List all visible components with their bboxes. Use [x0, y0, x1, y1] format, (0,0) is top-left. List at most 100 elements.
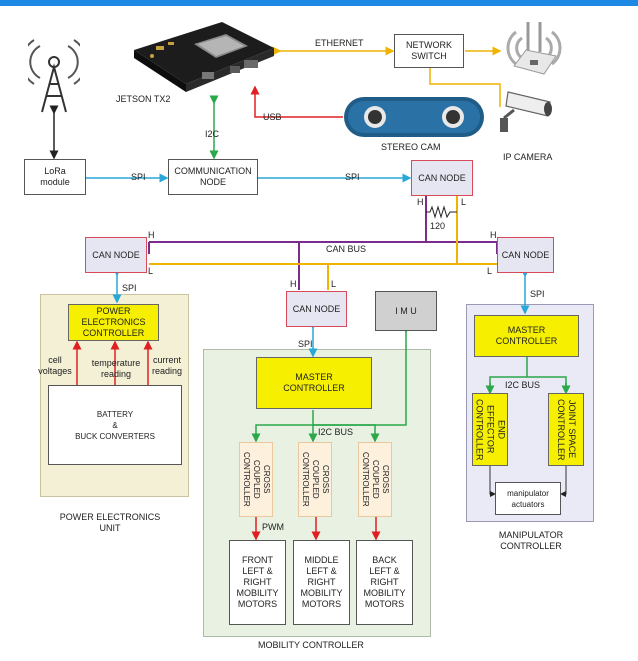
can-h-middle: H [290, 279, 297, 289]
cross-coupled-controller-front: CROSS COUPLED CONTROLLER [239, 442, 273, 517]
network-switch: NETWORK SWITCH [394, 34, 464, 68]
usb-label: USB [263, 112, 282, 122]
cross-middle-line2: COUPLED [311, 460, 320, 499]
manip-act-line2: actuators [511, 499, 545, 509]
current-line1: current [152, 355, 181, 365]
can-node-left-label: CAN NODE [92, 249, 140, 260]
manip-ctrl-line2: CONTROLLER [500, 541, 562, 551]
temperature-line1: temperature [91, 358, 141, 368]
front-motors-box: FRONT LEFT & RIGHT MOBILITY MOTORS [229, 540, 286, 625]
temperature-line2: reading [100, 369, 132, 379]
cross-front-line3: CONTROLLER [242, 452, 251, 507]
can-node-left: CAN NODE [85, 237, 147, 273]
back-motors-box: BACK LEFT & RIGHT MOBILITY MOTORS [356, 540, 413, 625]
cross-back-line2: COUPLED [371, 460, 380, 499]
can-bus-label: CAN BUS [326, 244, 367, 254]
manipulator-master-controller: MASTER CONTROLLER [474, 315, 579, 357]
back-line1: BACK [372, 555, 397, 565]
network-switch-line1: NETWORK [406, 40, 452, 50]
can-l-top: L [461, 197, 467, 207]
wifi-router-icon [506, 22, 562, 75]
end-effector-text: END EFFECTOR CONTROLLER [474, 399, 507, 461]
can-node-middle-label: CAN NODE [292, 303, 341, 314]
can-h-right: H [490, 230, 497, 240]
manipulator-i2c-bus-label: I2C BUS [505, 380, 541, 390]
spi-middle-label: SPI [298, 339, 313, 349]
temperature-reading-label: temperature reading [83, 358, 149, 380]
battery-buck-converters: BATTERY & BUCK CONVERTERS [48, 385, 182, 465]
comm-node-line1: COMMUNICATION [174, 166, 252, 176]
lora-module: LoRa module [24, 159, 86, 195]
power-electronics-controller: POWER ELECTRONICS CONTROLLER [68, 304, 159, 341]
can-h-top: H [417, 197, 424, 207]
back-line3: RIGHT [370, 577, 399, 587]
cross-middle-line1: CROSS [321, 465, 330, 494]
end-effector-line1: END [496, 419, 507, 439]
power-unit-line2: UNIT [99, 523, 121, 533]
power-ctrl-line3: CONTROLLER [82, 328, 145, 338]
front-line4: MOBILITY [236, 588, 279, 598]
pwm-label: PWM [262, 522, 284, 532]
middle-line4: MOBILITY [300, 588, 343, 598]
front-line2: LEFT & [242, 566, 273, 576]
joint-space-line2: CONTROLLER [556, 398, 566, 461]
back-line4: MOBILITY [363, 588, 406, 598]
cross-back-line3: CONTROLLER [361, 452, 370, 507]
cell-voltages-label: cell voltages [37, 355, 73, 377]
manip-master-line1: MASTER [507, 325, 546, 335]
spi-left-label: SPI [122, 283, 137, 293]
power-electronics-unit-label: POWER ELECTRONICS UNIT [50, 512, 170, 534]
jetson-board-icon [134, 22, 274, 92]
middle-line5: MOTORS [301, 599, 342, 609]
mobility-master-line1: MASTER [295, 372, 333, 382]
middle-line1: MIDDLE [304, 555, 339, 565]
power-ctrl-line1: POWER [96, 306, 131, 316]
cross-middle-line3: CONTROLLER [301, 452, 310, 507]
manipulator-controller-label: MANIPULATOR CONTROLLER [476, 530, 586, 552]
middle-line2: LEFT & [306, 566, 337, 576]
stereo-cam-icon [344, 97, 484, 137]
top-accent-bar [0, 0, 638, 6]
can-node-middle: CAN NODE [286, 291, 347, 327]
cell-voltages-line2: voltages [38, 366, 72, 376]
can-node-right: CAN NODE [497, 237, 554, 273]
end-effector-controller: END EFFECTOR CONTROLLER [472, 393, 508, 466]
network-switch-line2: SWITCH [411, 51, 447, 61]
ethernet-label: ETHERNET [315, 38, 364, 48]
can-l-left: L [148, 266, 154, 276]
manip-act-line1: manipulator [507, 488, 549, 498]
cross-front-line2: COUPLED [252, 460, 261, 499]
battery-line1: BATTERY [96, 409, 134, 419]
cross-front-text: CROSS COUPLED CONTROLLER [241, 452, 271, 507]
antenna-icon [28, 39, 80, 113]
spi-right-label: SPI [530, 289, 545, 299]
back-line5: MOTORS [364, 599, 405, 609]
manip-master-line2: CONTROLLER [495, 336, 558, 346]
manipulator-actuators: manipulator actuators [495, 482, 561, 515]
middle-motors-box: MIDDLE LEFT & RIGHT MOBILITY MOTORS [293, 540, 350, 625]
end-effector-line2: EFFECTOR [485, 405, 496, 454]
cross-front-line1: CROSS [262, 465, 271, 494]
lora-line1: LoRa [44, 166, 66, 176]
i2c-label: I2C [205, 129, 220, 139]
cross-coupled-controller-back: CROSS COUPLED CONTROLLER [358, 442, 392, 517]
can-node-top-label: CAN NODE [418, 172, 466, 183]
manip-ctrl-line1: MANIPULATOR [498, 530, 564, 540]
ip-camera-icon [500, 91, 552, 132]
can-node-top: CAN NODE [411, 160, 473, 196]
current-reading-label: current reading [150, 355, 184, 377]
joint-space-line1: JOINT SPACE [567, 400, 577, 459]
power-ctrl-line2: ELECTRONICS [81, 317, 146, 327]
can-node-right-label: CAN NODE [501, 249, 550, 260]
communication-node: COMMUNICATION NODE [168, 159, 258, 195]
mobility-master-line2: CONTROLLER [283, 383, 345, 393]
back-line2: LEFT & [369, 566, 400, 576]
battery-line3: BUCK CONVERTERS [75, 431, 155, 441]
current-line2: reading [151, 366, 183, 376]
spi-lora-label: SPI [131, 172, 146, 182]
cell-voltages-line1: cell [48, 355, 62, 365]
ip-camera-label: IP CAMERA [503, 152, 553, 162]
lora-line2: module [40, 177, 70, 187]
resistor-label: 120 [430, 221, 446, 231]
